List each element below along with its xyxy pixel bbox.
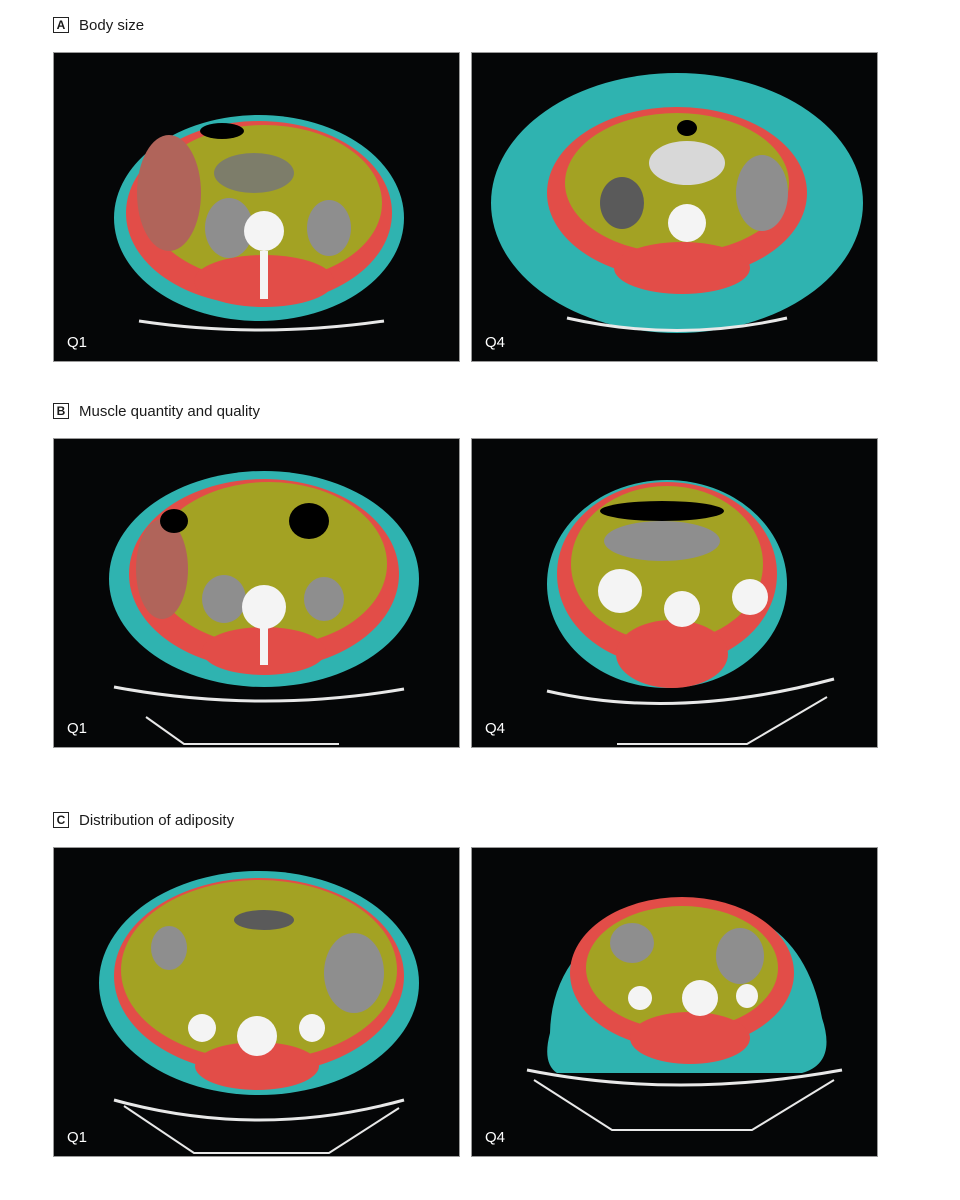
- ct-scan-b-q4: Q4: [471, 438, 878, 748]
- section-letter-c: C: [53, 812, 69, 828]
- ct-scan-c-q1: Q1: [53, 847, 460, 1157]
- section-label-a: A Body size: [53, 14, 144, 36]
- ct-scan-a-q4: Q4: [471, 52, 878, 362]
- ct-image-c-q4: [526, 897, 843, 1131]
- quartile-label: Q4: [485, 720, 506, 737]
- section-label-c: C Distribution of adiposity: [53, 809, 234, 831]
- section-title-b: Muscle quantity and quality: [79, 402, 260, 420]
- quartile-label: Q4: [485, 334, 506, 351]
- quartile-label: Q1: [67, 720, 88, 737]
- ct-image-c-q1: [99, 871, 419, 1154]
- ct-scan-a-q1: Q1: [53, 52, 460, 362]
- quartile-label: Q1: [67, 1129, 88, 1146]
- section-title-c: Distribution of adiposity: [79, 811, 235, 829]
- ct-image-b-q1: [109, 471, 419, 745]
- ct-image-a-q4: [491, 73, 863, 333]
- section-letter-a: A: [53, 17, 69, 33]
- section-label-b: B Muscle quantity and quality: [53, 400, 260, 422]
- quartile-label: Q1: [67, 334, 88, 351]
- ct-scan-b-q1: Q1: [53, 438, 460, 748]
- ct-scan-c-q4: Q4: [471, 847, 878, 1157]
- quartile-label: Q4: [485, 1129, 506, 1146]
- ct-image-b-q4: [546, 480, 835, 745]
- section-title-a: Body size: [79, 16, 145, 34]
- section-letter-b: B: [53, 403, 69, 419]
- ct-image-a-q1: [114, 115, 404, 332]
